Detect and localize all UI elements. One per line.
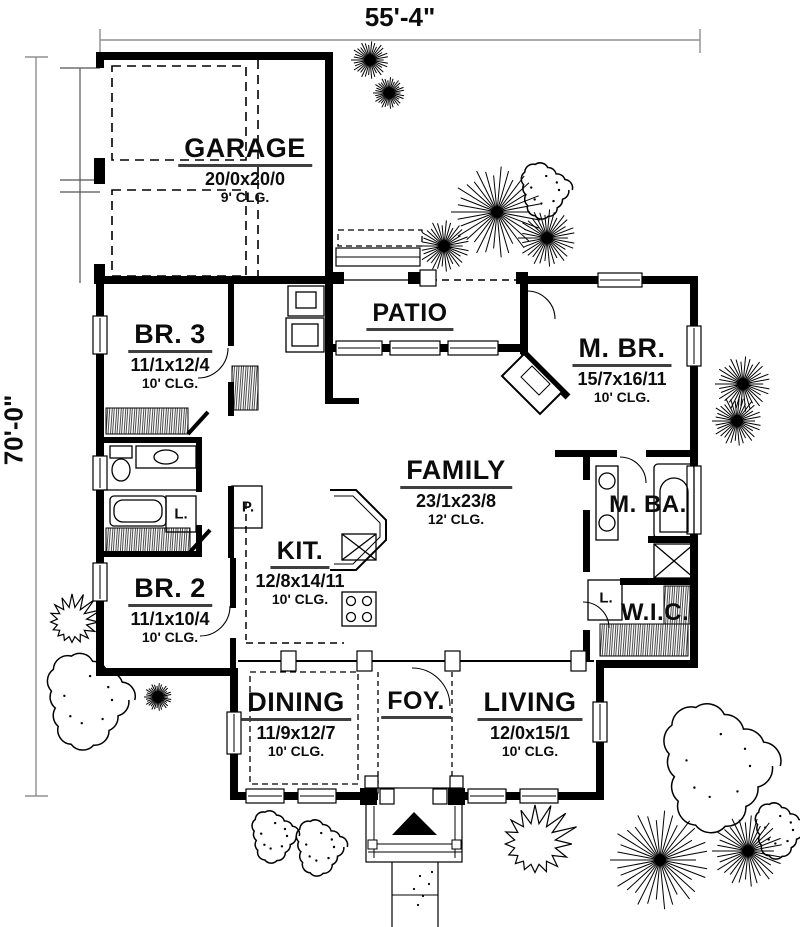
room-ceiling: 10' CLG.: [501, 743, 559, 760]
pantry-box: [231, 485, 263, 529]
stove-icon: [341, 591, 377, 627]
colonnade: [238, 650, 594, 794]
closet-end-walls: [186, 410, 212, 554]
room-label-mbr: M. BR. 15/7x16/11 10' CLG.: [572, 334, 672, 406]
room-name: M. BA.: [609, 491, 687, 518]
linen-closet-box: [587, 579, 623, 621]
room-name: BR. 2: [128, 574, 212, 608]
utility-icon: [287, 285, 325, 317]
room-name: BR. 3: [128, 320, 212, 354]
room-name: KIT.: [270, 538, 330, 570]
overall-width-dimension: 55'-4": [364, 2, 436, 32]
fixtures: [104, 285, 695, 627]
walkway-speckles: [412, 870, 434, 907]
room-ceiling: 10' CLG.: [141, 629, 199, 646]
room-ceiling: 9' CLG.: [220, 189, 270, 206]
room-size: 12/0x15/1: [489, 723, 571, 744]
tree-symbols: [46, 41, 800, 910]
room-size: 12/8x14/11: [255, 571, 345, 592]
room-ceiling: 10' CLG.: [141, 375, 199, 392]
room-label-foy: FOY.: [381, 688, 451, 720]
patio-structure: [332, 229, 528, 287]
room-label-garage: GARAGE 20/0x20/0 9' CLG.: [178, 134, 312, 205]
room-name: PATIO: [366, 300, 454, 332]
master-tub-icon: [653, 463, 695, 539]
garage-door-tracks: [111, 60, 259, 277]
vanity-sink-icon: [135, 445, 197, 469]
closet-label-linen-mba: L.: [599, 589, 613, 607]
room-label-kit: KIT. 12/8x14/11 10' CLG.: [255, 538, 344, 607]
room-label-br2: BR. 2 11/1x10/4 10' CLG.: [128, 574, 212, 645]
room-name: DINING: [241, 688, 351, 722]
room-label-patio: PATIO: [366, 300, 454, 332]
shower-icon: [653, 543, 695, 579]
room-size: 11/1x10/4: [130, 609, 210, 630]
room-ceiling: 12' CLG.: [427, 511, 485, 528]
dining-tray-ceiling: [249, 671, 359, 785]
room-ceiling: 10' CLG.: [271, 591, 329, 608]
room-label-wic: W.I.C.: [621, 600, 689, 625]
room-name: M. BR.: [572, 334, 672, 368]
double-vanity-icon: [595, 465, 619, 541]
room-name: GARAGE: [178, 134, 312, 168]
toilet-icon: [109, 445, 133, 459]
room-size: 11/9x12/7: [256, 723, 336, 744]
room-size: 11/1x12/4: [130, 355, 210, 376]
closet-label-pantry: P.: [241, 498, 255, 516]
windows: [92, 272, 702, 804]
room-ceiling: 10' CLG.: [267, 743, 325, 760]
room-name: FAMILY: [400, 456, 512, 490]
driveway-lines: [60, 67, 100, 283]
front-porch: [360, 787, 465, 927]
room-label-mba: M. BA.: [609, 492, 687, 517]
room-size: 20/0x20/0: [204, 169, 286, 190]
room-label-dining: DINING 11/9x12/7 10' CLG.: [241, 688, 351, 759]
entry-arrow-icon: [392, 812, 437, 835]
room-label-family: FAMILY 23/1x23/8 12' CLG.: [400, 456, 512, 527]
room-label-living: LIVING 12/0x15/1 10' CLG.: [477, 688, 583, 760]
linen-closet-box: [165, 495, 197, 533]
room-size: 15/7x16/11: [577, 369, 667, 390]
refrigerator-icon: [341, 533, 377, 561]
fireplace-icon: [500, 352, 564, 416]
closet-label-linen-bath: L.: [174, 505, 188, 523]
kitchen-counter-bay: [330, 489, 387, 571]
kitchen-counter-dashes: [245, 502, 344, 644]
room-ceiling: 10' CLG.: [593, 389, 651, 406]
dimension-lines: [25, 29, 701, 797]
room-name: LIVING: [477, 688, 583, 722]
closet-hatching: [105, 365, 691, 657]
room-size: 23/1x23/8: [415, 491, 497, 512]
room-label-br3: BR. 3 11/1x12/4 10' CLG.: [128, 320, 212, 391]
overall-depth-dimension: 70'-0": [0, 394, 29, 466]
room-name: FOY.: [381, 688, 451, 720]
room-name: W.I.C.: [620, 599, 690, 626]
